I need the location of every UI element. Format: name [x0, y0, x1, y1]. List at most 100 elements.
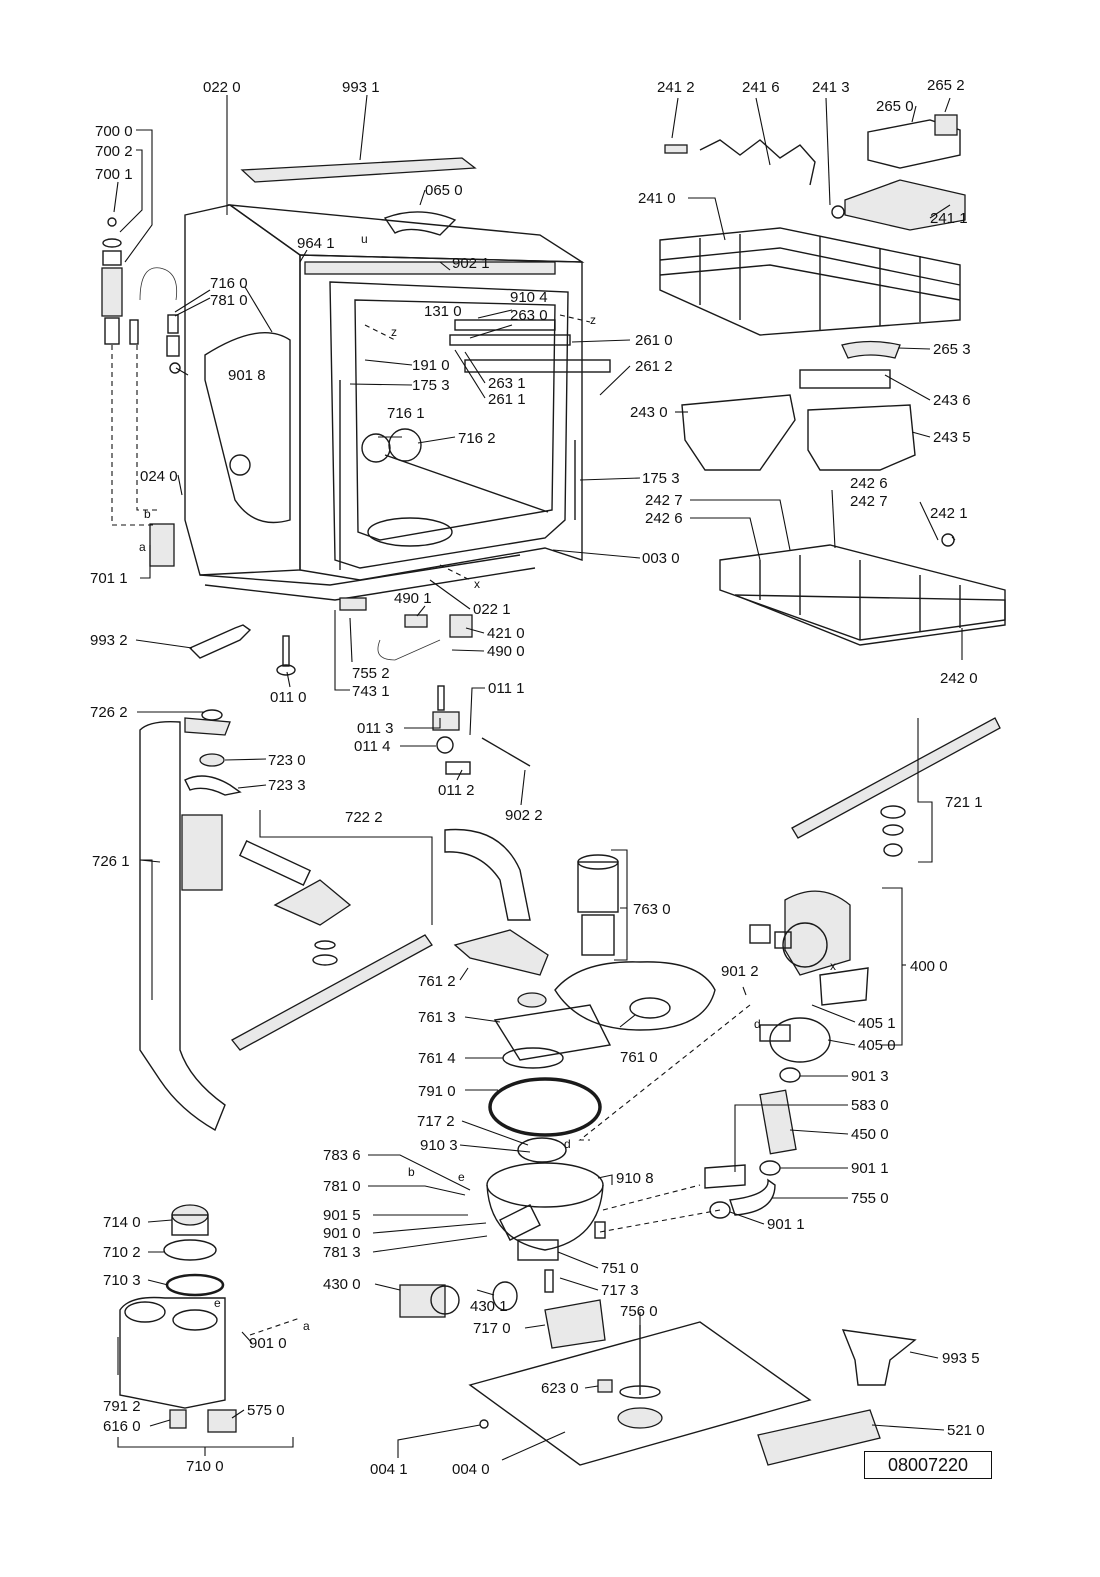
label-700-1: 700 1 — [95, 166, 133, 183]
label-910-4: 910 4 — [510, 289, 548, 306]
label-265-3: 265 3 — [933, 341, 971, 358]
service-key — [188, 624, 252, 659]
label-405-1: 405 1 — [858, 1015, 896, 1032]
label-910-3: 910 3 — [420, 1137, 458, 1154]
label-011-3: 011 3 — [357, 720, 393, 737]
label-791-2: 791 2 — [103, 1398, 141, 1415]
label-700-2: 700 2 — [95, 143, 133, 160]
label-131-0: 131 0 — [424, 303, 462, 320]
label-993-5: 993 5 — [942, 1350, 980, 1367]
label-575-0: 575 0 — [247, 1402, 285, 1419]
sump-assembly — [486, 1162, 606, 1261]
label-716-0: 716 0 — [210, 275, 248, 292]
marker-x-pump: x — [830, 959, 836, 973]
label-261-1: 261 1 — [488, 391, 526, 408]
bracket-701 — [149, 523, 175, 567]
label-242-7-left: 242 7 — [645, 492, 683, 509]
dashed-routing — [111, 314, 751, 1336]
label-910-8: 910 8 — [616, 1170, 654, 1187]
label-065-0: 065 0 — [425, 182, 463, 199]
label-263-0: 263 0 — [510, 307, 548, 324]
label-902-1: 902 1 — [452, 255, 490, 272]
connection-markers: u z z x x b a a b d d e e — [139, 232, 836, 1333]
lower-spray-arm — [231, 934, 433, 1051]
label-710-0: 710 0 — [186, 1458, 224, 1475]
label-710-3: 710 3 — [103, 1272, 141, 1289]
label-261-0: 261 0 — [635, 332, 673, 349]
label-710-2: 710 2 — [103, 1244, 141, 1261]
label-901-0-sump: 901 0 — [323, 1225, 361, 1242]
label-781-3: 781 3 — [323, 1244, 361, 1261]
label-901-1-lower: 901 1 — [767, 1216, 805, 1233]
label-242-7-right: 242 7 — [850, 493, 888, 510]
tub-cabinet — [184, 204, 611, 601]
label-993-2: 993 2 — [90, 632, 128, 649]
control-strip — [757, 1409, 881, 1466]
label-011-2: 011 2 — [438, 782, 474, 799]
label-761-2: 761 2 — [418, 973, 456, 990]
sump-gasket — [488, 1077, 602, 1137]
marker-a-softener: a — [303, 1319, 310, 1333]
label-011-1: 011 1 — [488, 680, 524, 697]
label-242-0: 242 0 — [940, 670, 978, 687]
label-004-1: 004 1 — [370, 1461, 408, 1478]
label-024-0: 024 0 — [140, 468, 178, 485]
label-521-0: 521 0 — [947, 1422, 985, 1439]
spray-tube-left — [139, 720, 226, 1132]
label-022-0: 022 0 — [203, 79, 241, 96]
base-plate — [468, 1321, 812, 1466]
label-901-5: 901 5 — [323, 1207, 361, 1224]
label-241-0: 241 0 — [638, 190, 676, 207]
label-761-4: 761 4 — [418, 1050, 456, 1067]
label-400-0: 400 0 — [910, 958, 948, 975]
label-490-0: 490 0 — [487, 643, 525, 660]
label-191-0: 191 0 — [412, 357, 450, 374]
label-241-2: 241 2 — [657, 79, 695, 96]
marker-x-tub: x — [474, 577, 480, 591]
marker-e-softener: e — [214, 1296, 221, 1310]
label-791-0: 791 0 — [418, 1083, 456, 1100]
label-761-3: 761 3 — [418, 1009, 456, 1026]
upper-spray-arm — [791, 717, 1001, 839]
label-261-2: 261 2 — [635, 358, 673, 375]
label-623-0: 623 0 — [541, 1380, 579, 1397]
label-964-1: 964 1 — [297, 235, 335, 252]
label-717-2: 717 2 — [417, 1113, 455, 1130]
label-265-2: 265 2 — [927, 77, 965, 94]
label-241-6: 241 6 — [742, 79, 780, 96]
label-783-6: 783 6 — [323, 1147, 361, 1164]
label-011-4: 011 4 — [354, 738, 390, 755]
label-175-3-right: 175 3 — [642, 470, 680, 487]
label-901-8: 901 8 — [228, 367, 266, 384]
label-243-5: 243 5 — [933, 429, 971, 446]
label-751-0: 751 0 — [601, 1260, 639, 1277]
cutlery-basket-small — [681, 394, 796, 471]
label-717-0: 717 0 — [473, 1320, 511, 1337]
label-405-0: 405 0 — [858, 1037, 896, 1054]
label-421-0: 421 0 — [487, 625, 525, 642]
label-022-1: 022 1 — [473, 601, 511, 618]
leader-lines — [113, 94, 963, 1461]
lower-basket — [719, 544, 1006, 646]
label-241-1: 241 1 — [930, 210, 968, 227]
water-softener-unit — [119, 1204, 226, 1409]
label-450-0: 450 0 — [851, 1126, 889, 1143]
marker-b-bracket: b — [144, 507, 151, 521]
label-265-0: 265 0 — [876, 98, 914, 115]
circulation-pump — [784, 890, 851, 976]
label-011-0: 011 0 — [270, 689, 306, 706]
label-616-0: 616 0 — [103, 1418, 141, 1435]
label-993-1: 993 1 — [342, 79, 380, 96]
drawing-code-box: 08007220 — [864, 1451, 992, 1479]
label-743-1: 743 1 — [352, 683, 390, 700]
label-243-0: 243 0 — [630, 404, 668, 421]
label-781-0-lower: 781 0 — [323, 1178, 361, 1195]
label-901-1-upper: 901 1 — [851, 1160, 889, 1177]
label-901-0-softener: 901 0 — [249, 1335, 287, 1352]
label-723-0: 723 0 — [268, 752, 306, 769]
marker-d-pump: d — [754, 1017, 761, 1031]
center-pipe — [444, 828, 531, 921]
label-242-6-left: 242 6 — [645, 510, 683, 527]
